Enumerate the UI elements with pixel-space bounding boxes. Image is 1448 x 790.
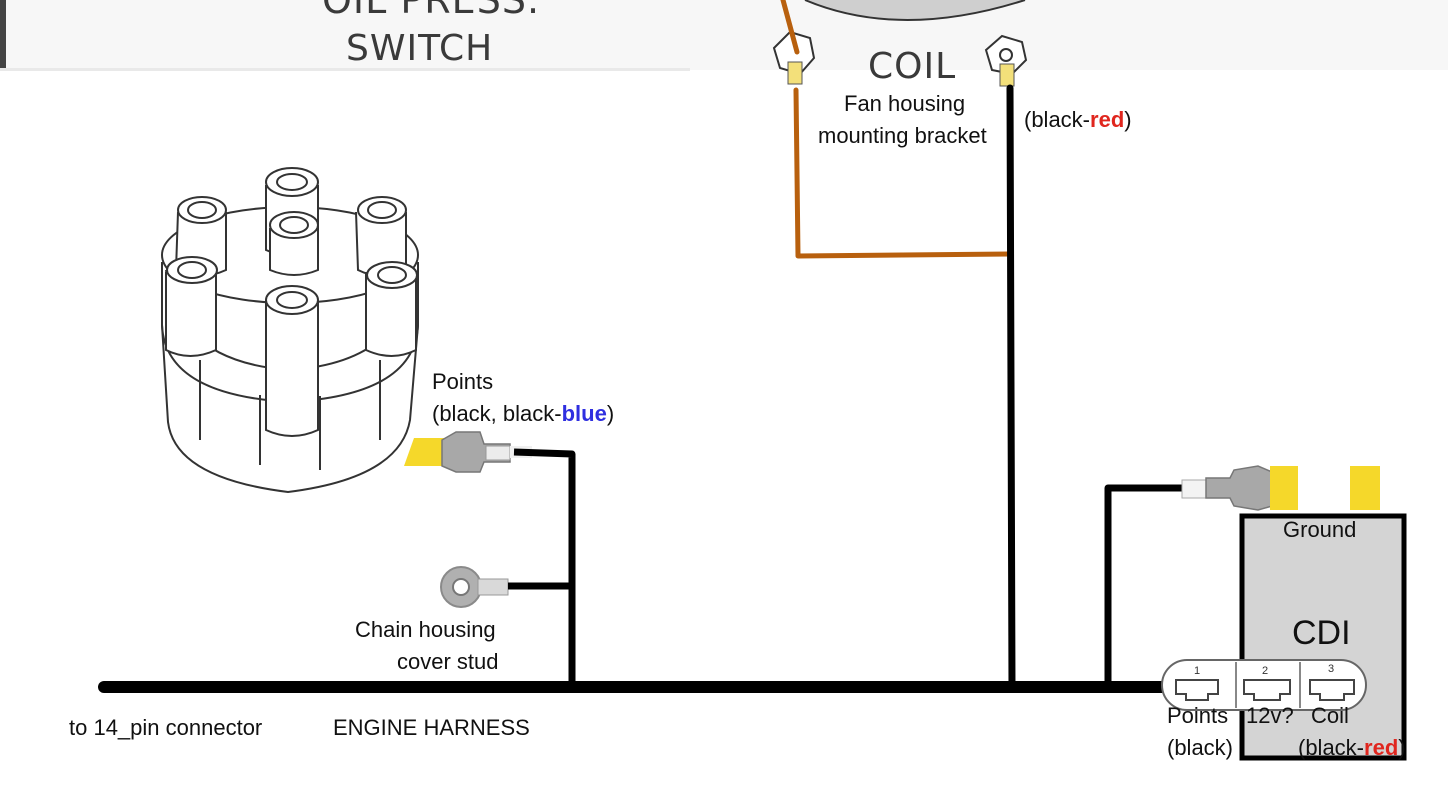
coil-wire-color-label: (black-red) bbox=[1024, 104, 1132, 136]
brown-bracket-wire bbox=[780, 0, 1013, 259]
pin3-sub-suffix: ) bbox=[1398, 735, 1406, 760]
pin-number-2: 2 bbox=[1262, 665, 1268, 677]
ground-spade-connector bbox=[1181, 465, 1380, 511]
cdi-box bbox=[1239, 513, 1407, 761]
points-wire-color-label: (black, black-blue) bbox=[432, 398, 614, 430]
pin-number-1: 1 bbox=[1194, 665, 1200, 677]
points-wire-suffix: ) bbox=[606, 401, 615, 426]
engine-harness-label: ENGINE HARNESS bbox=[333, 715, 530, 740]
coil-heading: COIL bbox=[868, 46, 957, 87]
pin2-label: 12v? bbox=[1246, 703, 1294, 728]
coil-black-red-wire bbox=[1006, 84, 1016, 692]
cdi-three-pin-connector: 1 2 3 bbox=[1161, 659, 1367, 711]
coil-body bbox=[804, 0, 1026, 21]
coil-wire-prefix: (black- bbox=[1024, 107, 1091, 132]
ring-terminal-icon bbox=[440, 566, 572, 608]
points-title: Points bbox=[432, 369, 494, 394]
pin3-label: Coil bbox=[1311, 703, 1349, 728]
ground-label: Ground bbox=[1283, 517, 1357, 542]
scanned-header-strip bbox=[0, 0, 1448, 71]
points-wire-prefix: (black, black- bbox=[432, 401, 562, 426]
coil-terminal-right bbox=[984, 34, 1028, 87]
pin1-label: Points bbox=[1167, 703, 1229, 728]
pin3-sub-red: red bbox=[1364, 735, 1399, 760]
oil-press-heading: OIL PRESS. bbox=[322, 0, 541, 22]
fan-housing-label-line2: mounting bracket bbox=[818, 123, 987, 148]
pin1-sub-label: (black) bbox=[1167, 735, 1234, 760]
chain-housing-label-line2: cover stud bbox=[397, 649, 499, 674]
switch-heading: SWITCH bbox=[346, 28, 494, 69]
points-wire bbox=[513, 448, 576, 688]
to-connector-label: to 14_pin connector bbox=[69, 715, 263, 740]
pin3-sub-label: (black-red) bbox=[1298, 732, 1406, 764]
coil-wire-suffix: ) bbox=[1124, 107, 1132, 132]
fan-housing-label-line1: Fan housing bbox=[844, 91, 966, 116]
ground-wire bbox=[1104, 484, 1184, 688]
points-wire-blue: blue bbox=[561, 401, 607, 426]
points-spade-connector bbox=[404, 431, 532, 473]
cdi-label: CDI bbox=[1292, 614, 1351, 652]
chain-housing-label-line1: Chain housing bbox=[355, 617, 496, 642]
distributor-cap-icon bbox=[161, 167, 419, 494]
pin3-sub-prefix: (black- bbox=[1298, 735, 1365, 760]
pin-number-3: 3 bbox=[1328, 663, 1334, 675]
coil-wire-red: red bbox=[1090, 107, 1125, 132]
